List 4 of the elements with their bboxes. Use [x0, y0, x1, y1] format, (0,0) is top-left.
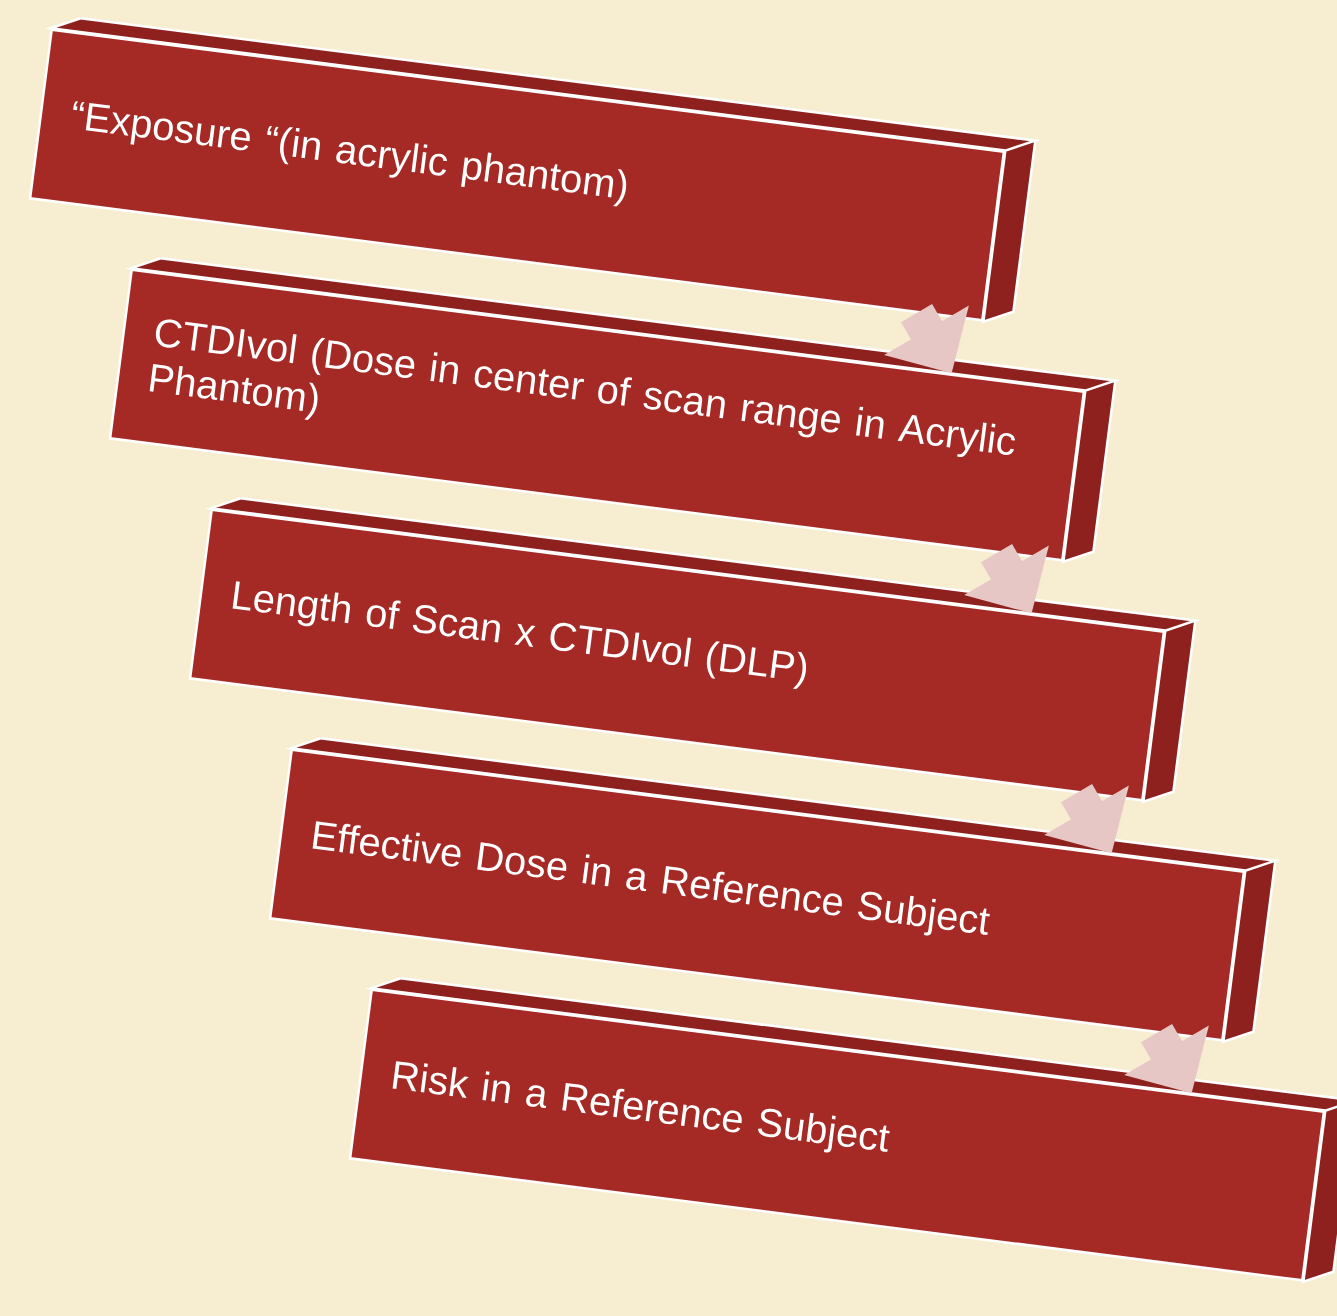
process-box: Risk in a Reference Subject — [348, 988, 1326, 1282]
process-box: Effective Dose in a Reference Subject — [268, 748, 1246, 1042]
process-box: CTDIvol (Dose in center of scan range in Acrylic Phantom) — [108, 268, 1086, 562]
process-box: Length of Scan x CTDIvol (DLP) — [188, 508, 1166, 802]
